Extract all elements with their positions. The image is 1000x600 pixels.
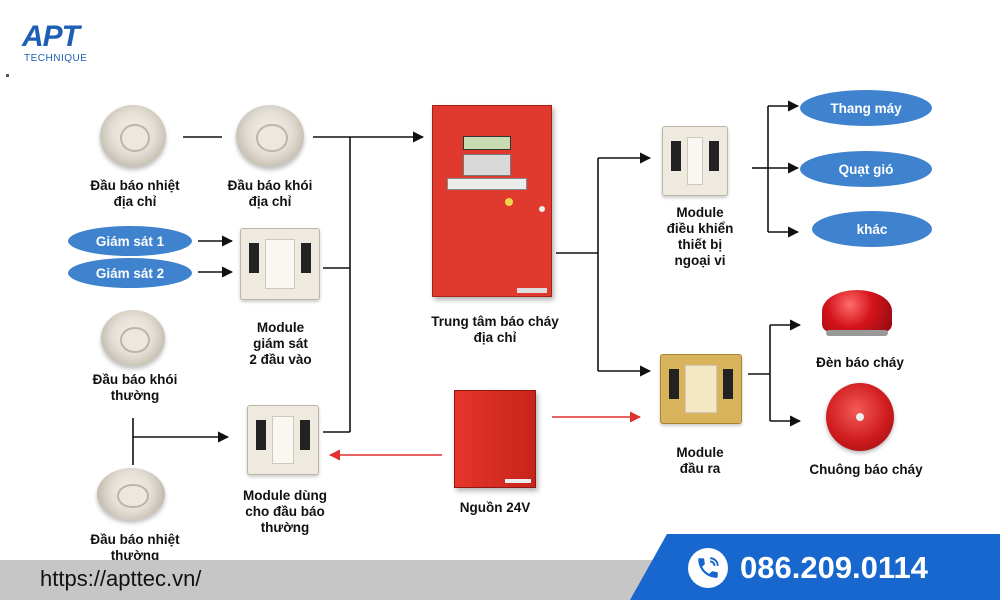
strobe-base bbox=[826, 330, 888, 336]
panel-key-icon bbox=[505, 198, 513, 206]
output-module-label: Module đầu ra bbox=[650, 445, 750, 477]
output-module-icon bbox=[660, 354, 742, 424]
panel-screen bbox=[463, 136, 511, 150]
smoke-addr-line-1: Đầu báo khói bbox=[227, 178, 313, 193]
heat-conv-line-2: thường bbox=[110, 548, 160, 563]
conventional-smoke-detector-icon bbox=[101, 310, 165, 366]
control-module-line-4: ngoại vi bbox=[674, 253, 726, 268]
control-module-label: Module điều khiển thiết bị ngoại vi bbox=[645, 205, 755, 269]
fan-oval: Quạt gió bbox=[800, 151, 932, 187]
heat-conv-label: Đầu báo nhiệt thường bbox=[70, 532, 200, 564]
fire-bell-icon bbox=[826, 383, 894, 451]
panel-label: Trung tâm báo cháy địa chỉ bbox=[420, 314, 570, 346]
output-module-line-2: đầu ra bbox=[679, 461, 721, 476]
conv-module-line-1: Module dùng bbox=[243, 488, 327, 503]
conventional-module-icon bbox=[247, 405, 319, 475]
panel-keypad bbox=[463, 154, 511, 176]
control-module-line-2: điều khiển bbox=[666, 221, 734, 236]
brand-name: APT bbox=[22, 20, 80, 53]
addressable-heat-detector-icon bbox=[100, 105, 166, 167]
phone-glyph bbox=[698, 557, 719, 578]
strobe-label: Đèn báo cháy bbox=[816, 355, 904, 370]
smoke-conv-line-2: thường bbox=[110, 388, 160, 403]
monitor-module-line-2: giám sát bbox=[253, 336, 308, 351]
smoke-addr-label: Đầu báo khói địa chỉ bbox=[205, 178, 335, 210]
heat-addr-label: Đầu báo nhiệt địa chỉ bbox=[70, 178, 200, 210]
smoke-conv-label: Đầu báo khói thường bbox=[70, 372, 200, 404]
panel-line-1: Trung tâm báo cháy bbox=[431, 314, 559, 329]
smoke-conv-line-1: Đầu báo khói bbox=[92, 372, 178, 387]
brand-logo: APT TECHNIQUE bbox=[6, 20, 112, 82]
conv-module-label: Module dùng cho đầu báo thường bbox=[225, 488, 345, 536]
supervise-2-oval: Giám sát 2 bbox=[68, 258, 192, 288]
brand-tagline: TECHNIQUE bbox=[24, 53, 88, 64]
logo-dot bbox=[6, 74, 9, 77]
heat-addr-line-1: Đầu báo nhiệt bbox=[90, 178, 180, 193]
conv-module-line-2: cho đầu báo bbox=[245, 504, 325, 519]
conv-module-line-3: thường bbox=[260, 520, 310, 535]
monitor-module-line-1: Module bbox=[256, 320, 305, 335]
phone-ring-icon bbox=[688, 548, 728, 588]
power-supply-icon bbox=[454, 390, 536, 488]
power-label: Nguồn 24V bbox=[459, 500, 531, 515]
fire-strobe-icon bbox=[822, 290, 892, 332]
footer-url-link[interactable]: https://apttec.vn/ bbox=[40, 566, 202, 591]
heat-addr-line-2: địa chỉ bbox=[113, 194, 157, 209]
control-module-icon bbox=[662, 126, 728, 196]
conventional-heat-detector-icon bbox=[97, 468, 165, 520]
fire-alarm-panel-icon bbox=[432, 105, 552, 297]
monitor-module-line-3: 2 đầu vào bbox=[249, 352, 312, 367]
control-module-line-1: Module bbox=[676, 205, 724, 220]
panel-lock-icon bbox=[539, 206, 545, 212]
addressable-smoke-detector-icon bbox=[236, 105, 304, 167]
other-oval: khác bbox=[812, 211, 932, 247]
control-module-line-3: thiết bị bbox=[677, 237, 723, 252]
panel-led-row bbox=[447, 178, 527, 190]
panel-line-2: địa chỉ bbox=[473, 330, 517, 345]
elevator-oval: Thang máy bbox=[800, 90, 932, 126]
panel-badge bbox=[517, 288, 547, 293]
smoke-addr-line-2: địa chỉ bbox=[248, 194, 292, 209]
phone-number-link[interactable]: 086.209.0114 bbox=[740, 550, 928, 585]
bell-label: Chuông báo cháy bbox=[809, 462, 923, 477]
heat-conv-line-1: Đầu báo nhiệt bbox=[90, 532, 180, 547]
monitor-module-label: Module giám sát 2 đầu vào bbox=[228, 320, 333, 368]
supervise-1-oval: Giám sát 1 bbox=[68, 226, 192, 256]
monitor-module-icon bbox=[240, 228, 320, 300]
output-module-line-1: Module bbox=[676, 445, 724, 460]
